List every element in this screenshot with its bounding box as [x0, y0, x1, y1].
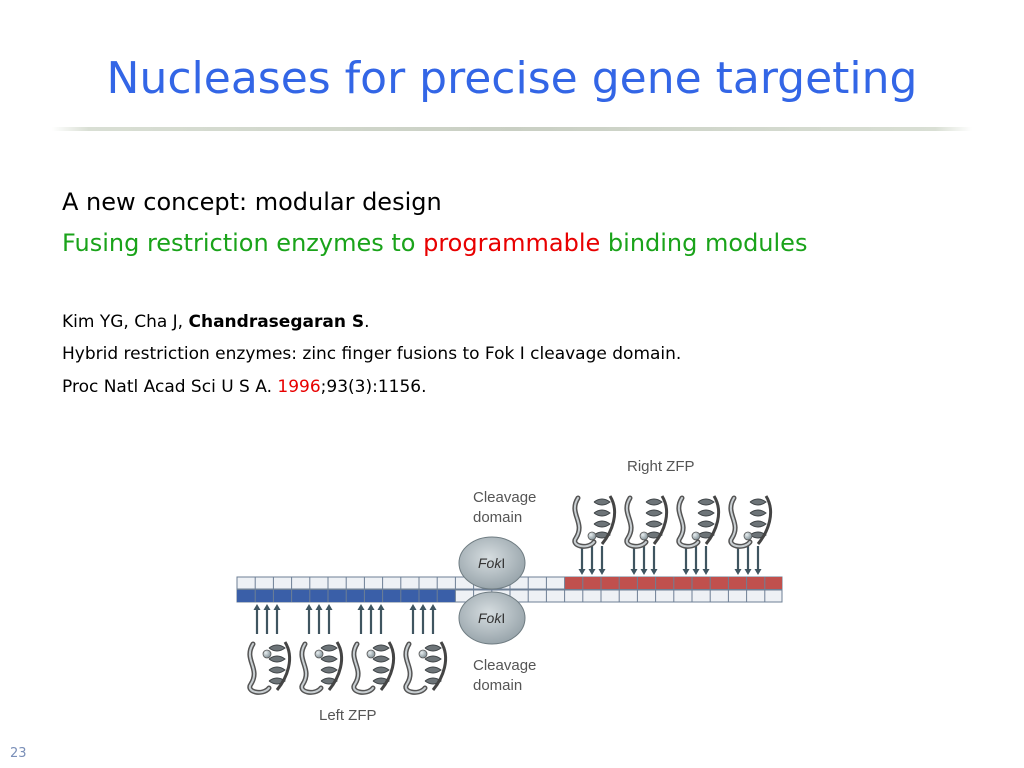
- title-divider: [52, 127, 972, 131]
- authors-end: .: [364, 312, 370, 332]
- reference-title: Hybrid restriction enzymes: zinc finger …: [62, 344, 682, 364]
- concept-line: A new concept: modular design: [62, 188, 442, 216]
- fusing-line: Fusing restriction enzymes to programmab…: [62, 229, 807, 257]
- cleavage-top-label-1: Cleavage: [473, 489, 536, 506]
- svg-text:FokI: FokI: [478, 555, 505, 571]
- programmable-highlight: programmable: [423, 229, 601, 257]
- reference-authors: Kim YG, Cha J, Chandrasegaran S.: [62, 312, 370, 332]
- citation-details: ;93(3):1156.: [320, 377, 427, 397]
- fusing-text-start: Fusing restriction enzymes to: [62, 229, 424, 257]
- zfn-diagram: FokI FokI Right ZFP Cleavage domain Clea…: [236, 458, 783, 724]
- right-zfp-label: Right ZFP: [627, 458, 695, 475]
- left-zfp-label: Left ZFP: [319, 707, 377, 724]
- publication-year: 1996: [277, 377, 321, 397]
- right-zfp-fingers: [572, 495, 772, 575]
- svg-text:FokI: FokI: [478, 610, 505, 626]
- foki-top-domain: FokI: [458, 536, 526, 590]
- journal-name: Proc Natl Acad Sci U S A.: [62, 377, 278, 397]
- cleavage-top-label-2: domain: [473, 509, 522, 526]
- cleavage-bottom-label-2: domain: [473, 677, 522, 694]
- slide-title: Nucleases for precise gene targeting: [106, 53, 918, 104]
- cleavage-bottom-label-1: Cleavage: [473, 657, 536, 674]
- fusing-text-end: binding modules: [600, 229, 808, 257]
- foki-bottom-domain: FokI: [458, 591, 526, 645]
- authors-bold: Chandrasegaran S: [188, 312, 365, 332]
- reference-citation: Proc Natl Acad Sci U S A. 1996;93(3):115…: [62, 377, 427, 397]
- page-number: 23: [10, 746, 27, 761]
- authors-plain: Kim YG, Cha J,: [62, 312, 189, 332]
- left-zfp-fingers: [247, 604, 447, 695]
